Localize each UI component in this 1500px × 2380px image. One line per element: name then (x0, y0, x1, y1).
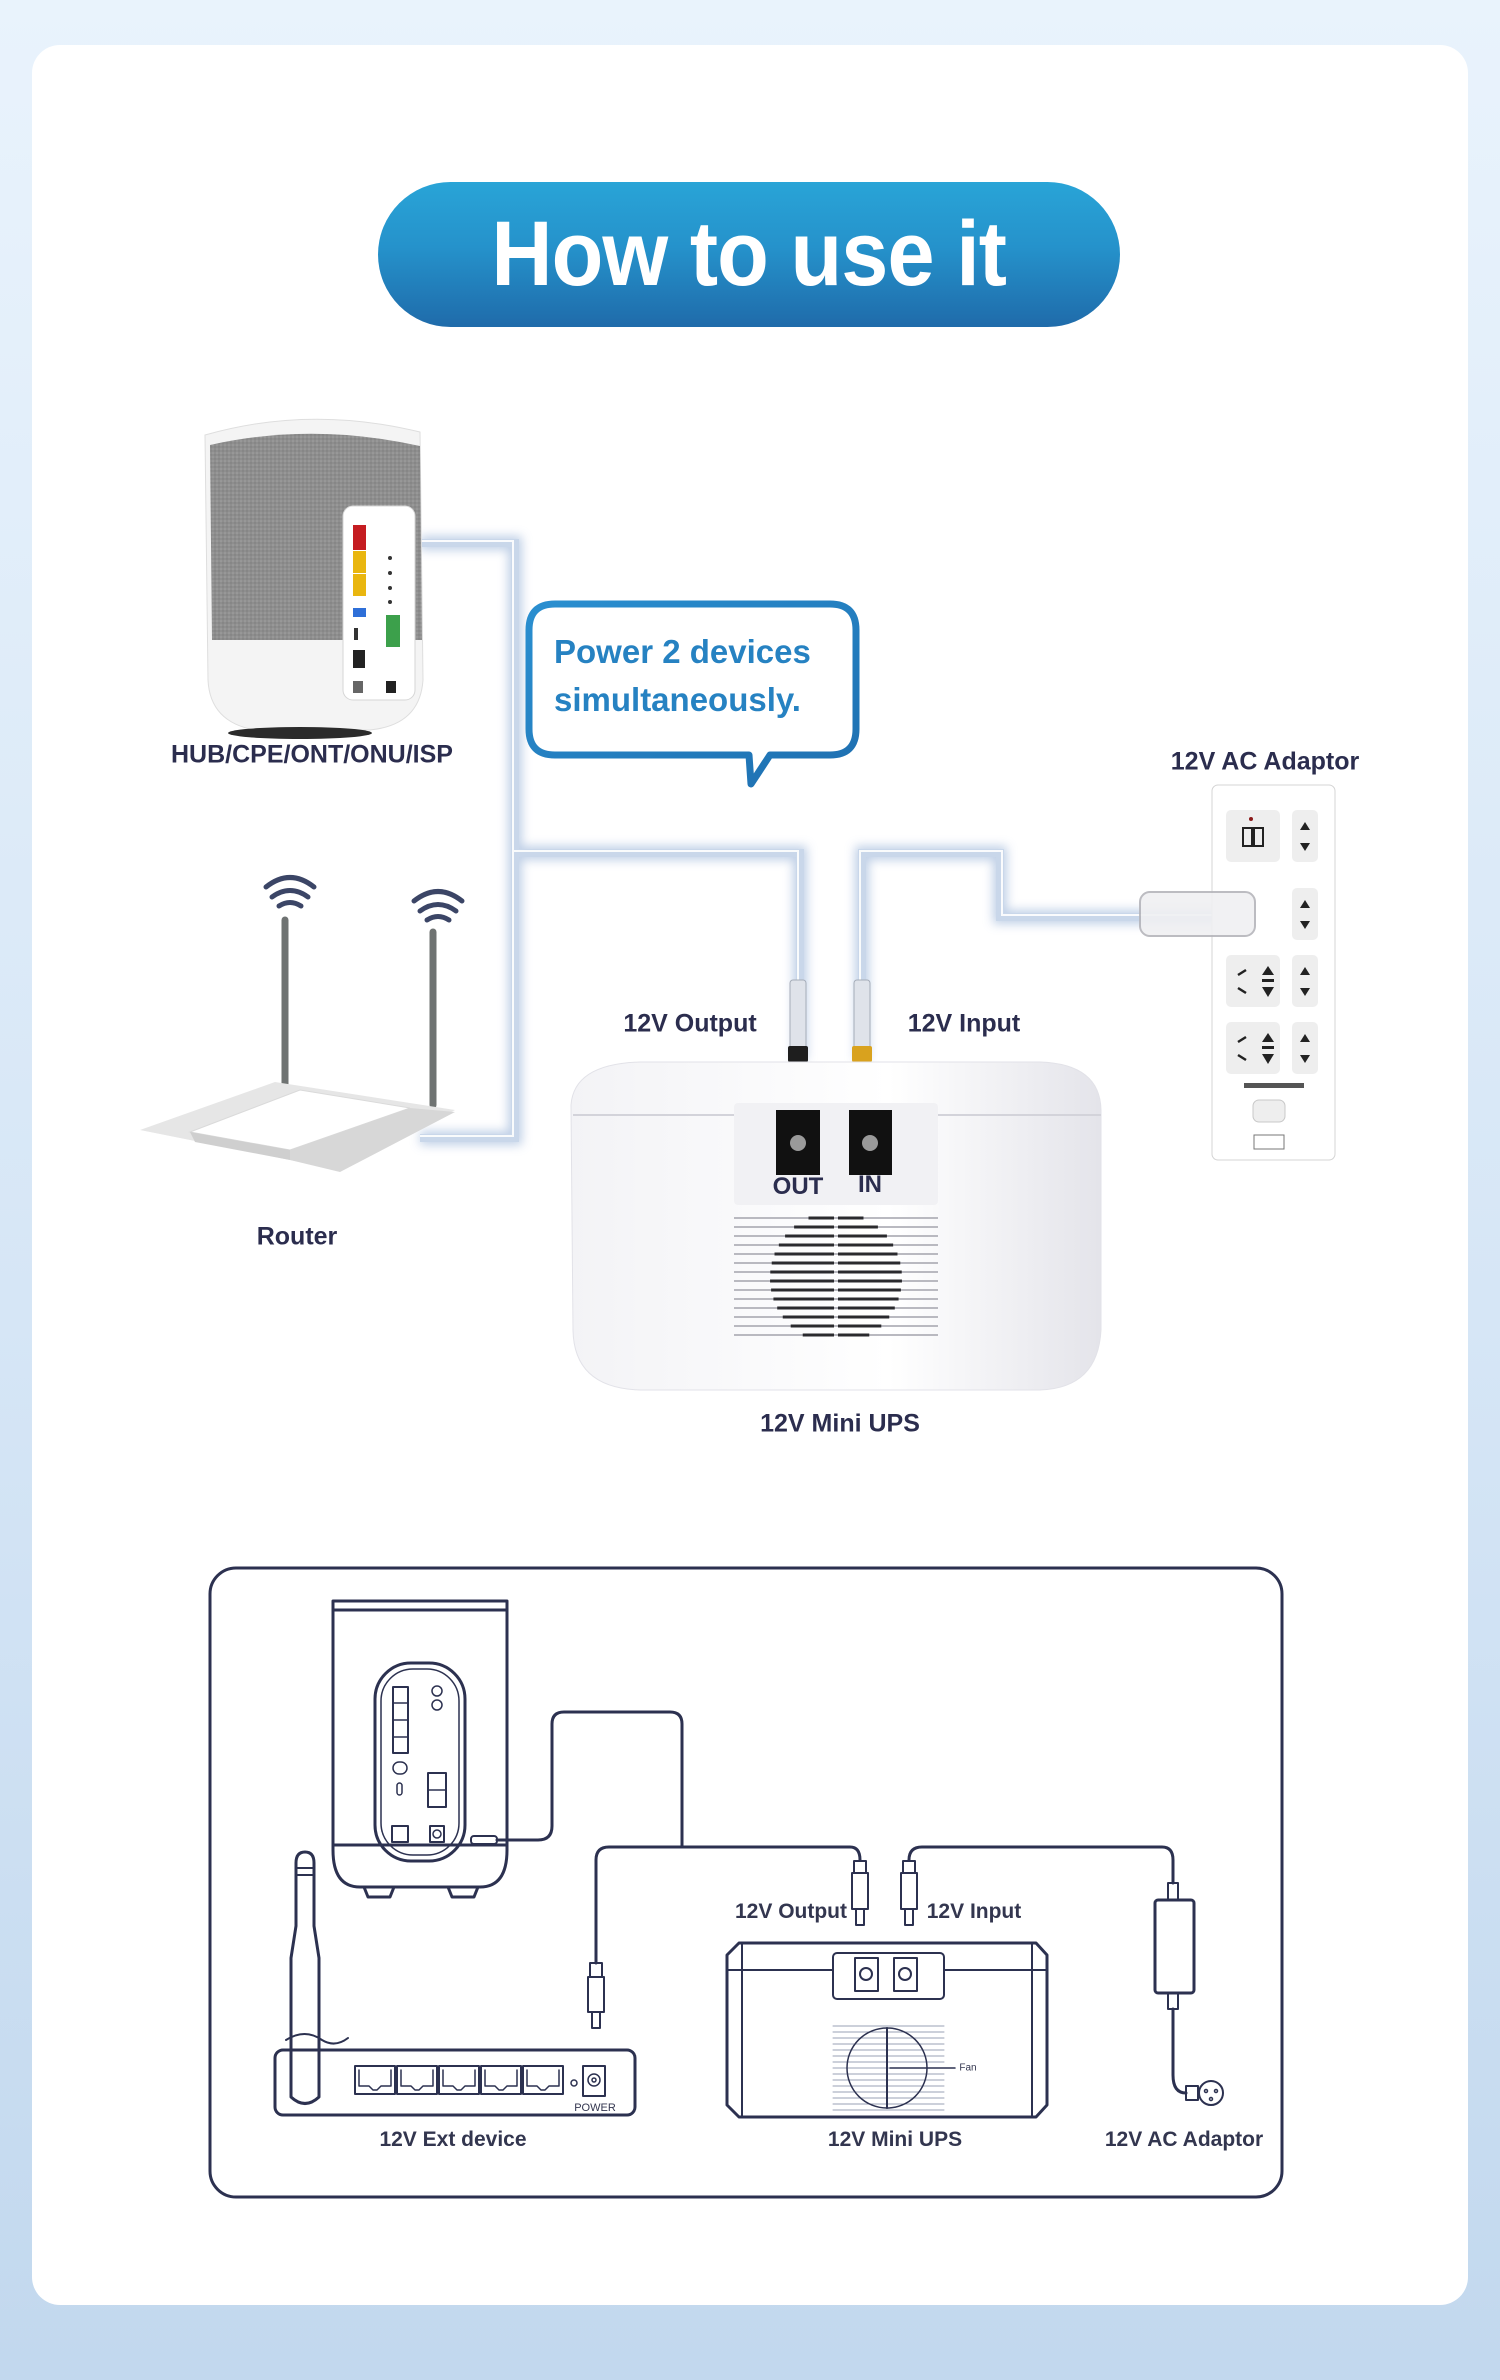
socket-pin (1237, 986, 1247, 995)
page-title: How to use it (491, 203, 1008, 305)
fan-grille-icon (734, 1216, 938, 1337)
line-hub-icon (331, 1599, 509, 1899)
usb-port-icon (1253, 827, 1264, 847)
line-ext-device-icon (273, 1850, 637, 2117)
line-ups-icon (725, 1941, 1049, 2119)
socket-pin (1300, 843, 1310, 851)
input-port-label: 12V Input (907, 1009, 1021, 1038)
usb-port-icon (1242, 827, 1253, 847)
output-port-label: 12V Output (623, 1009, 757, 1038)
line-fan-label: Fan (959, 2062, 977, 2074)
socket-pin (1262, 1054, 1274, 1064)
line-input-label: 12V Input (926, 1900, 1022, 1923)
line-output-label: 12V Output (734, 1900, 848, 1923)
socket-pin (1262, 987, 1274, 997)
socket-pin (1262, 979, 1274, 982)
ethernet-port-icon (354, 2065, 396, 2095)
in-jack-label: IN (858, 1171, 882, 1198)
out-jack-label: OUT (772, 1173, 824, 1200)
line-input-plug-icon (900, 1860, 918, 1926)
socket-pin (1300, 822, 1310, 830)
socket-pin (1300, 967, 1310, 975)
socket-outlet-icon (1292, 810, 1318, 862)
callout-bubble (525, 600, 860, 788)
hub-device-icon (204, 418, 424, 739)
title-banner: How to use it (378, 182, 1120, 327)
socket-pin (1262, 1046, 1274, 1049)
socket-pin (1300, 988, 1310, 996)
socket-outlet-icon (1292, 955, 1318, 1007)
ethernet-port-icon (480, 2065, 522, 2095)
ethernet-port-detail (358, 2069, 392, 2091)
ups-label: 12V Mini UPS (760, 1409, 920, 1438)
ethernet-port-detail (484, 2069, 518, 2091)
indicator-led-icon (1249, 817, 1253, 821)
hub-router-cable (420, 539, 519, 1142)
socket-outlet-icon (1292, 1022, 1318, 1074)
socket-pin (1237, 968, 1247, 977)
callout-line-1: Power 2 devices (554, 633, 811, 670)
line-input-cable (907, 1845, 1175, 1885)
line-ac-adaptor-icon (1153, 1882, 1224, 2106)
socket-outlet-icon (1292, 888, 1318, 940)
line-hub-cable (495, 1710, 684, 1849)
line-output-plug-icon (851, 1860, 869, 1926)
power-cables (420, 536, 1240, 1145)
wifi-signal-icon (263, 875, 465, 923)
ethernet-port-detail (442, 2069, 476, 2091)
socket-pin (1300, 1034, 1310, 1042)
socket-pin (1300, 1055, 1310, 1063)
socket-pin (1237, 1053, 1247, 1062)
ethernet-port-icon (522, 2065, 564, 2095)
hub-label: HUB/CPE/ONT/ONU/ISP (171, 740, 453, 769)
adaptor-label: 12V AC Adaptor (1170, 747, 1360, 776)
socket-pin (1237, 1035, 1247, 1044)
router-label: Router (256, 1222, 338, 1251)
line-diagram-frame (208, 1566, 1284, 2199)
socket-pin (1262, 1033, 1274, 1042)
ethernet-port-detail (526, 2069, 560, 2091)
ethernet-port-detail (400, 2069, 434, 2091)
line-ext-device-label: 12V Ext device (379, 2128, 527, 2151)
callout-line-2: simultaneously. (554, 681, 801, 718)
line-ups-label: 12V Mini UPS (827, 2128, 963, 2151)
socket-pin (1300, 900, 1310, 908)
line-adaptor-label: 12V AC Adaptor (1104, 2128, 1264, 2151)
line-output-cable (594, 1845, 862, 1965)
ethernet-port-icon (438, 2065, 480, 2095)
ups-device-icon (570, 1061, 1102, 1391)
socket-pin (1262, 966, 1274, 975)
input-cable (858, 849, 1240, 1060)
line-plug-icon (587, 1962, 605, 2029)
line-power-port-label: POWER (574, 2102, 616, 2114)
power-strip-icon (1139, 784, 1336, 1161)
socket-pin (1300, 921, 1310, 929)
router-device-icon (140, 875, 465, 1172)
ethernet-port-icon (396, 2065, 438, 2095)
